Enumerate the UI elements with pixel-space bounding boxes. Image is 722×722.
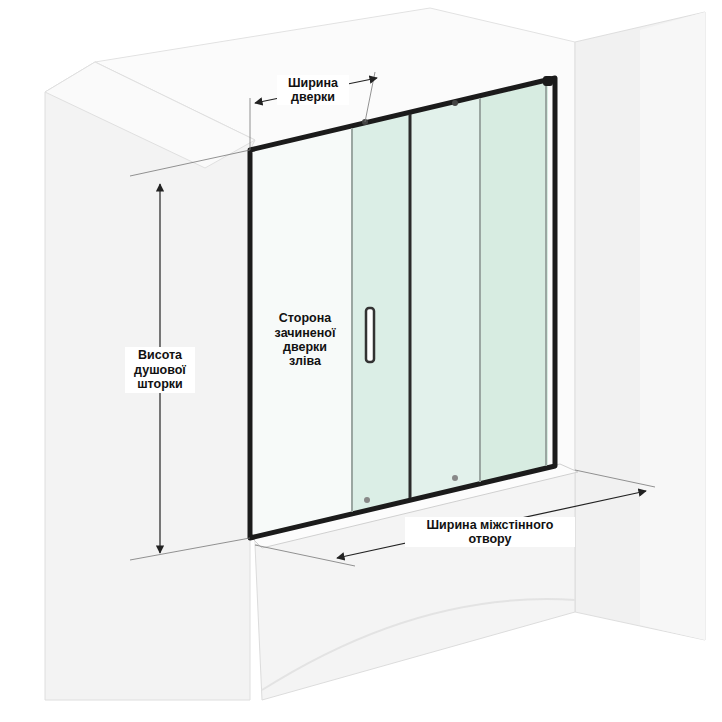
right-wall — [575, 12, 705, 640]
glass-panel — [410, 98, 480, 498]
annotation-label: Сторона зачиненої дверки зліва — [264, 310, 346, 370]
dimension-label: Висота душової шторки — [125, 347, 195, 392]
roller — [364, 497, 370, 503]
door-handle — [366, 308, 374, 362]
glass-panel — [480, 82, 548, 482]
extension-line — [575, 470, 655, 487]
screen-frame — [250, 78, 555, 538]
extension-line — [130, 538, 250, 560]
glass-door — [352, 114, 410, 512]
glass-panel — [253, 128, 352, 535]
roller — [452, 475, 458, 481]
extension-line — [130, 150, 250, 176]
panel-edge — [409, 114, 412, 498]
frame-cap — [543, 76, 553, 86]
extension-line — [255, 545, 355, 566]
opening-width-dimension — [337, 491, 646, 558]
dimension-label: Ширина дверки — [277, 75, 349, 106]
left-wall-top — [45, 62, 255, 168]
right-wall-face — [640, 12, 705, 640]
roller — [452, 100, 458, 106]
panel-edge — [479, 98, 481, 482]
extension-line — [250, 98, 251, 150]
dimension-label: Ширина міжстінного отвору — [405, 517, 575, 548]
panel-edge — [351, 128, 353, 512]
bathtub-curve — [262, 599, 575, 690]
panel-edge — [545, 83, 547, 466]
left-wall — [45, 62, 255, 700]
